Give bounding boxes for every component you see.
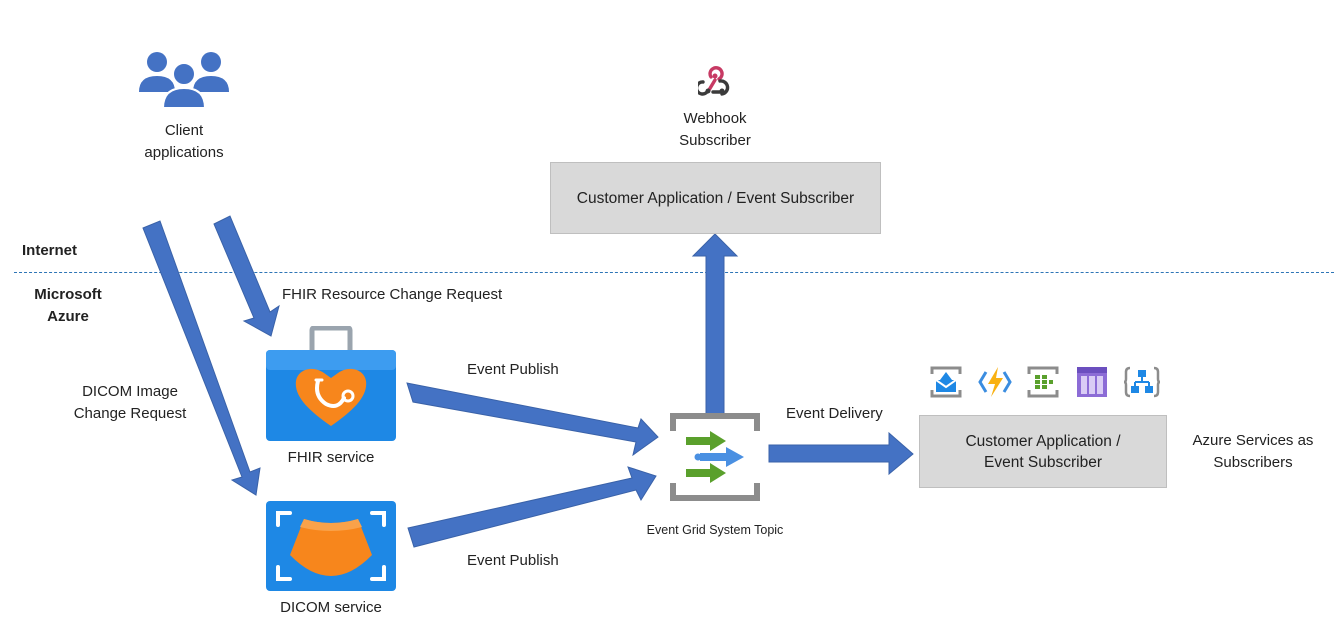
webhook-icon <box>694 66 732 100</box>
event-hubs-icon <box>930 366 962 398</box>
fhir-change-request-label: FHIR Resource Change Request <box>282 286 503 303</box>
storage-queue-icon <box>1027 366 1059 398</box>
event-publish-dicom-label: Event Publish <box>467 552 559 569</box>
arrow-dicom-to-eventgrid <box>407 466 657 548</box>
azure-functions-icon <box>978 366 1012 398</box>
users-icon <box>137 50 229 109</box>
logic-apps-icon <box>1123 366 1161 398</box>
arrow-eventgrid-to-azure <box>768 431 914 476</box>
dicom-change-request-label: DICOM Image Change Request <box>73 383 187 422</box>
event-delivery-label: Event Delivery <box>786 405 883 422</box>
arrow-client-to-fhir <box>213 215 280 337</box>
azure-event-subscriber-box: Customer Application / Event Subscriber <box>919 415 1167 488</box>
internet-zone-label: Internet <box>22 242 78 259</box>
azure-services-label: Azure Services as Subscribers <box>1192 432 1314 471</box>
dicom-service-label: DICOM service <box>280 599 382 616</box>
event-grid-label: Event Grid System Topic <box>646 523 784 537</box>
webhook-event-subscriber-box: Customer Application / Event Subscriber <box>550 162 881 234</box>
internet-azure-divider <box>14 272 1334 273</box>
arrow-client-to-dicom <box>142 220 261 496</box>
arrow-eventgrid-to-webhook <box>691 233 739 415</box>
event-grid-icon <box>670 413 760 501</box>
fhir-service-label: FHIR service <box>287 449 375 466</box>
dicom-service-icon <box>266 501 396 591</box>
service-bus-icon <box>1076 366 1108 398</box>
webhook-subscriber-label: Webhook Subscriber <box>679 110 751 149</box>
event-publish-fhir-label: Event Publish <box>467 361 559 378</box>
arrow-fhir-to-eventgrid <box>406 382 659 457</box>
azure-zone-label: Microsoft Azure <box>34 286 102 325</box>
fhir-service-icon <box>266 325 396 441</box>
client-applications-label: Client applications <box>144 122 224 161</box>
